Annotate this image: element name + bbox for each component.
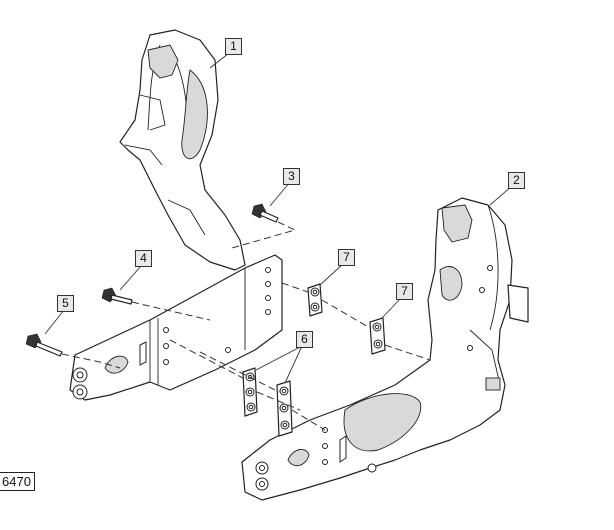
bolt-5	[25, 333, 63, 357]
callout-7-lower: 7	[396, 283, 413, 300]
callout-5: 5	[57, 295, 74, 312]
figure-id-label: 6470	[0, 472, 35, 491]
leader-lines	[44, 49, 513, 384]
callout-2: 2	[508, 172, 525, 189]
left-frame-bracket	[69, 29, 283, 401]
alignment-lines	[61, 221, 431, 431]
callout-1: 1	[225, 38, 242, 55]
splice-plate-6-right	[276, 380, 293, 437]
right-frame-bracket	[241, 197, 529, 501]
callout-7-upper: 7	[338, 249, 355, 266]
splice-plate-7-lower	[369, 317, 386, 355]
callout-4: 4	[135, 250, 152, 267]
splice-plate-7-upper	[307, 283, 323, 317]
callout-3: 3	[283, 168, 300, 185]
bolt-3	[251, 203, 279, 223]
callout-6: 6	[296, 331, 313, 348]
bolt-4	[101, 287, 133, 305]
